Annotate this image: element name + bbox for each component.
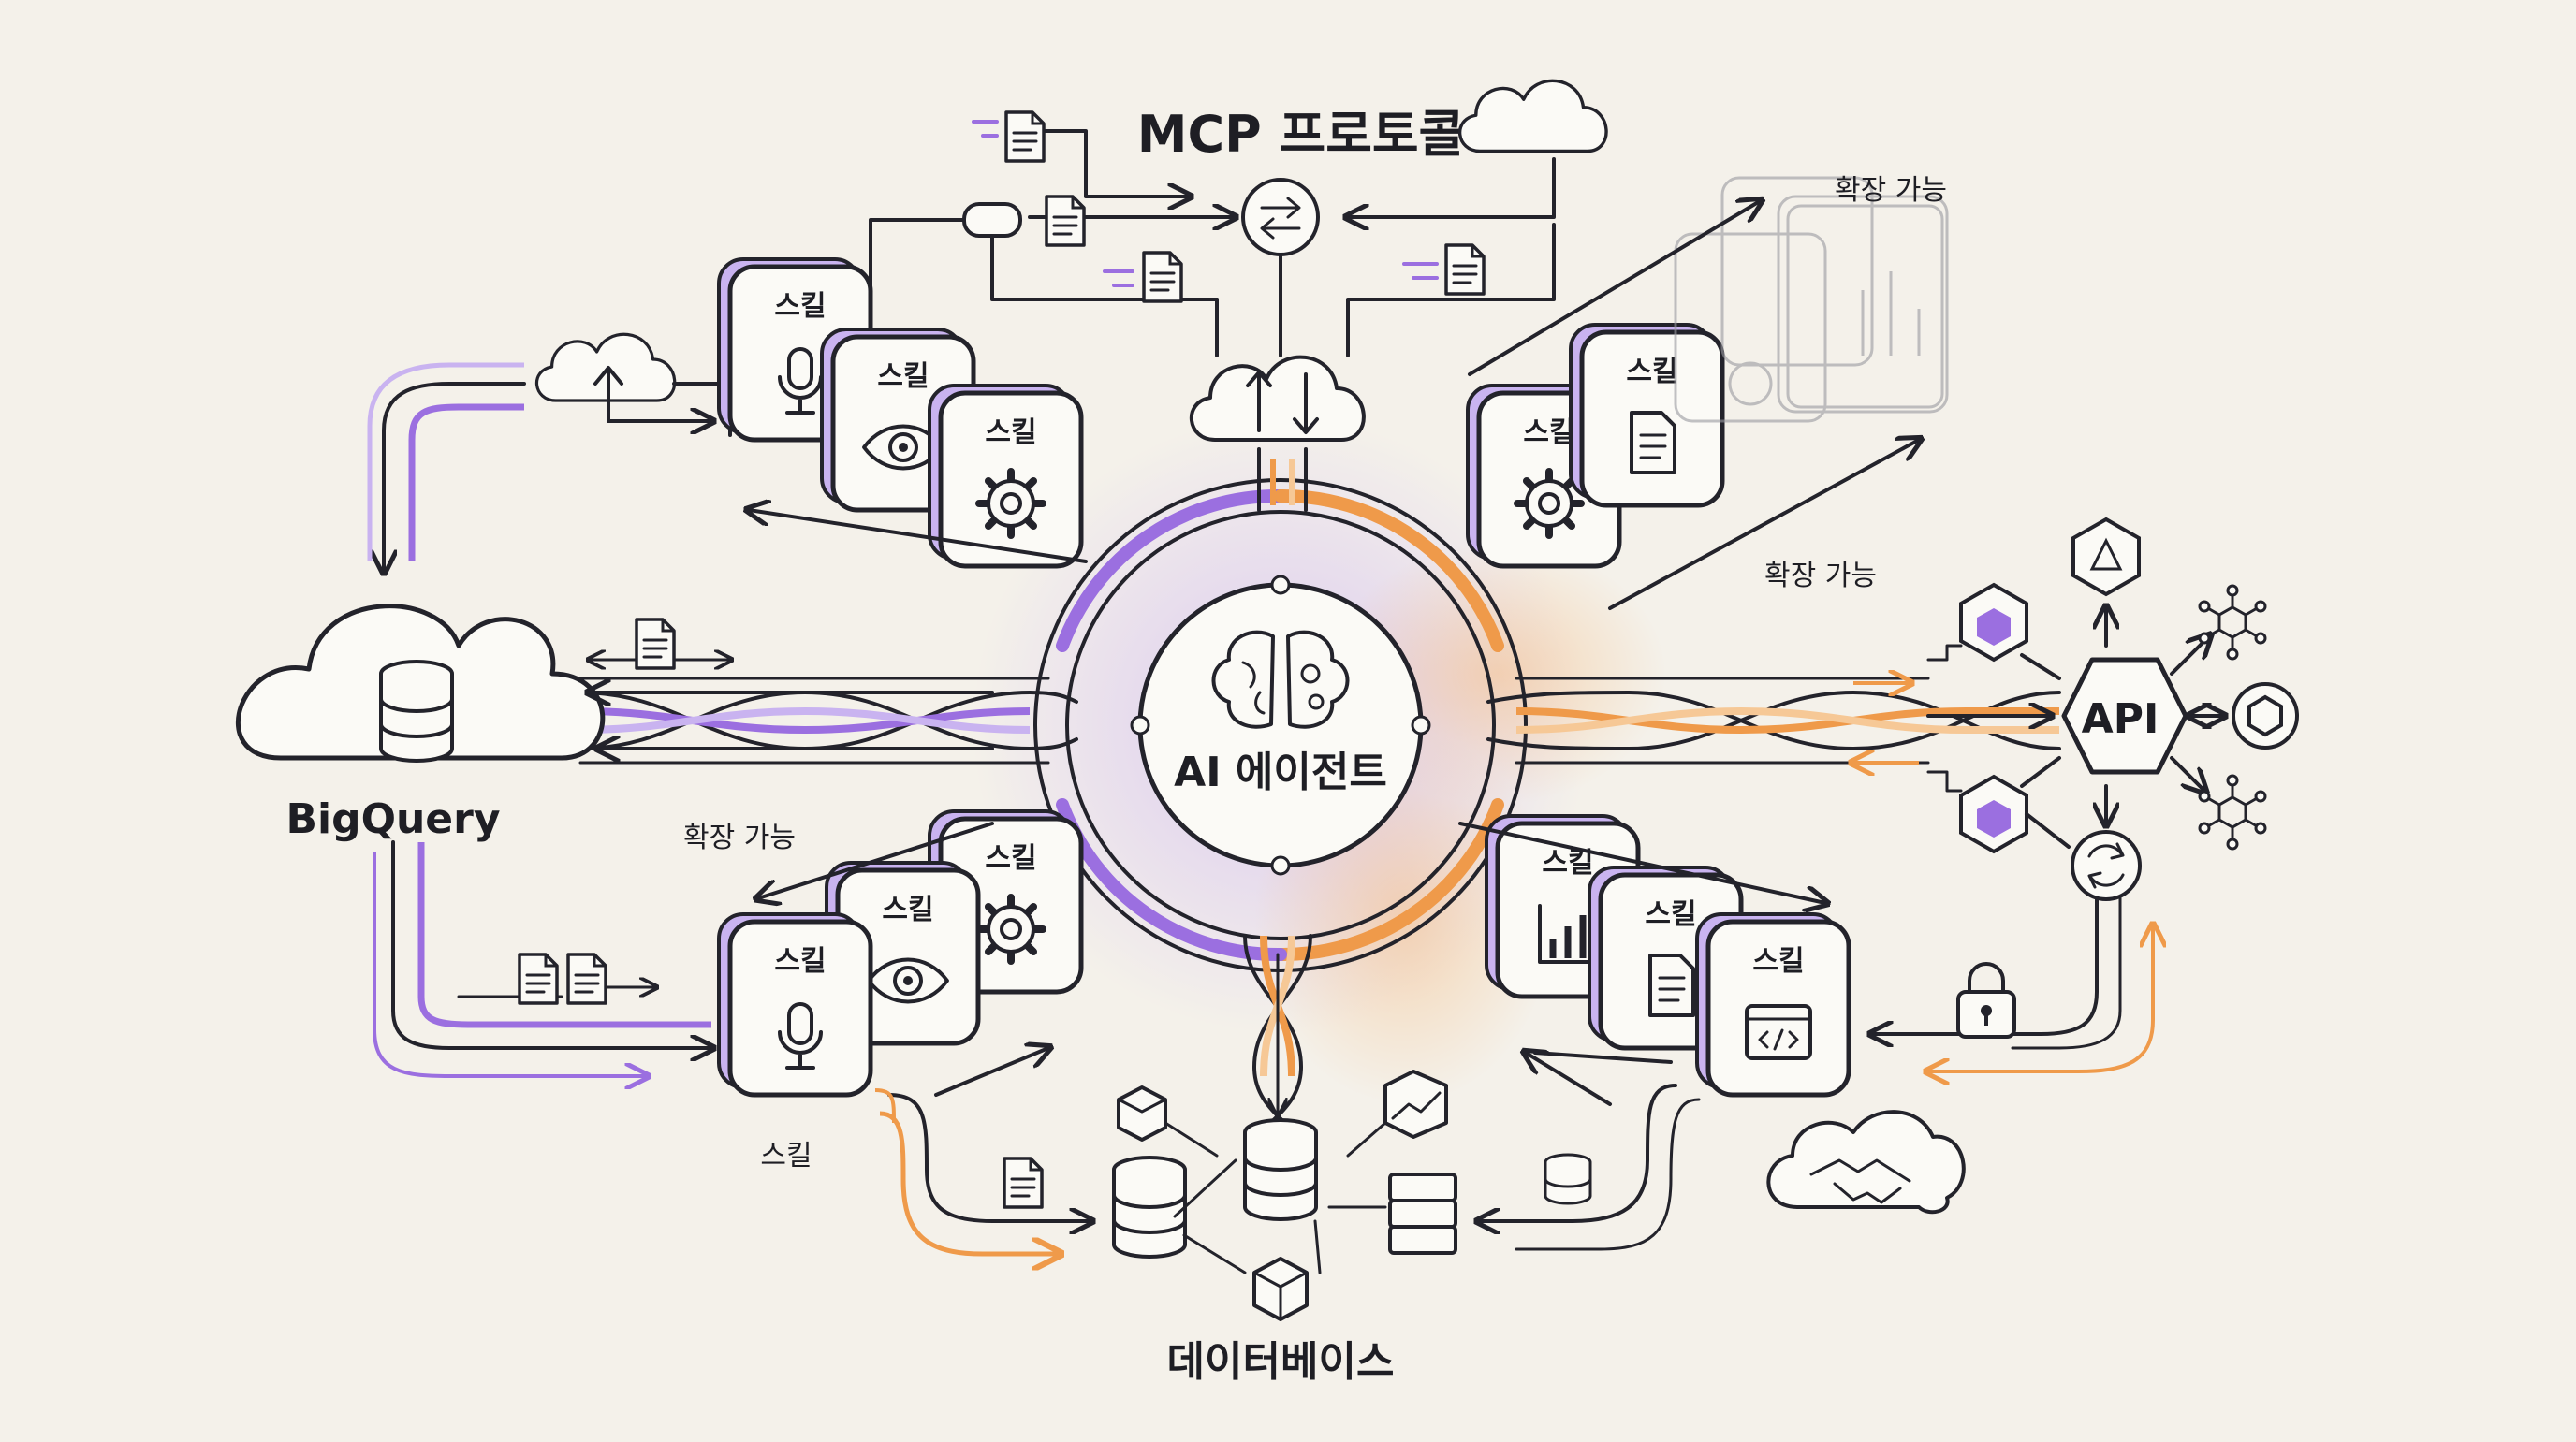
- skill-card-label: 스킬: [1752, 945, 1804, 978]
- server-stack-icon: [1388, 1173, 1457, 1255]
- doc-icon-3: [1142, 251, 1183, 303]
- chart-icon: [1538, 904, 1600, 964]
- molecule-icon-top: [2198, 584, 2267, 661]
- skill-bottom-caption: 스킬: [760, 1140, 812, 1173]
- skill-card-label: 스킬: [985, 842, 1036, 875]
- top-right-cloud-icon: [1457, 79, 1608, 153]
- top-bundle: [1257, 447, 1308, 512]
- skill-card-label: 스킬: [882, 894, 933, 926]
- gear-icon: [1514, 468, 1585, 539]
- skill-card-label: 스킬: [1523, 416, 1574, 449]
- bigquery-label: BigQuery: [285, 795, 500, 843]
- ai-agent-label: AI 에이전트: [1174, 749, 1387, 796]
- doc-icon-1: [1004, 110, 1046, 163]
- code-icon: [1745, 1004, 1812, 1060]
- skill-card[interactable]: 스킬: [1569, 323, 1725, 508]
- skill-card-label: 스킬: [1645, 898, 1696, 931]
- box-icon: [1252, 1257, 1309, 1321]
- skill-card-label: 스킬: [985, 416, 1036, 449]
- cog-ring-icon: [2232, 682, 2299, 750]
- skill-card[interactable]: 스킬: [1588, 866, 1744, 1051]
- skill-card[interactable]: 스킬: [1695, 912, 1852, 1098]
- expansion-placeholders: [1674, 176, 1949, 423]
- skill-card-label: 스킬: [1626, 356, 1677, 388]
- graph-hex-icon: [2071, 517, 2141, 597]
- sync-cloud-icon: [1189, 355, 1366, 442]
- api-node[interactable]: API: [2061, 657, 2188, 775]
- right-braid: [1486, 677, 2061, 765]
- mic-icon: [778, 1002, 823, 1070]
- skill-card[interactable]: 스킬: [717, 912, 873, 1098]
- skill-card-label: 스킬: [877, 360, 929, 393]
- database-icon-left: [1112, 1156, 1187, 1259]
- doc-icon-5: [635, 618, 676, 670]
- doc-icon: [1648, 954, 1695, 1017]
- api-label: API: [2082, 695, 2159, 743]
- gear-icon: [975, 468, 1046, 539]
- doc-icon: [1630, 411, 1676, 474]
- doc-icon-4: [1444, 243, 1486, 296]
- database-icon: [379, 660, 454, 763]
- eye-icon: [867, 957, 949, 1004]
- skill-card-label: 스킬: [774, 945, 826, 978]
- ai-agent-node[interactable]: AI 에이전트: [1137, 582, 1424, 868]
- sync-hub-icon: [1241, 178, 1320, 256]
- expand-label-right: 확장 가능: [1764, 560, 1877, 592]
- skill-card-label: 스킬: [774, 290, 826, 323]
- skill-card[interactable]: 스킬: [928, 384, 1084, 569]
- hex-icon-left-top: [1959, 582, 2028, 663]
- brain-icon: [1211, 630, 1350, 729]
- hex-icon-left-bottom: [1959, 774, 2028, 854]
- database-cluster[interactable]: [1112, 1070, 1457, 1321]
- doc-icon-6: [518, 953, 559, 1005]
- doc-icon-7: [566, 953, 607, 1005]
- expand-label-top: 확장 가능: [1835, 174, 1947, 207]
- expand-label-left: 확장 가능: [683, 822, 796, 854]
- cube-chart-icon: [1383, 1070, 1448, 1139]
- left-braid: [578, 677, 1078, 765]
- mic-icon: [778, 347, 823, 415]
- mcp-title: MCP 프로토콜: [1137, 105, 1465, 164]
- small-db-icon: [1544, 1153, 1592, 1205]
- database-icon-center: [1243, 1118, 1318, 1221]
- molecule-icon-bottom: [2198, 774, 2267, 851]
- upload-cloud-icon: [534, 332, 677, 402]
- handshake-cloud-icon: [1766, 1110, 1966, 1215]
- doc-icon-2: [1045, 195, 1086, 247]
- skill-card[interactable]: 스킬: [928, 809, 1084, 995]
- gear-icon: [975, 894, 1046, 965]
- lock-icon: [1956, 962, 2016, 1039]
- bigquery-node[interactable]: BigQuery: [235, 604, 606, 843]
- refresh-icon: [2071, 830, 2142, 901]
- small-box-icon: [1117, 1085, 1167, 1142]
- database-label: 데이터베이스: [1167, 1338, 1395, 1386]
- doc-icon-8: [1003, 1157, 1044, 1209]
